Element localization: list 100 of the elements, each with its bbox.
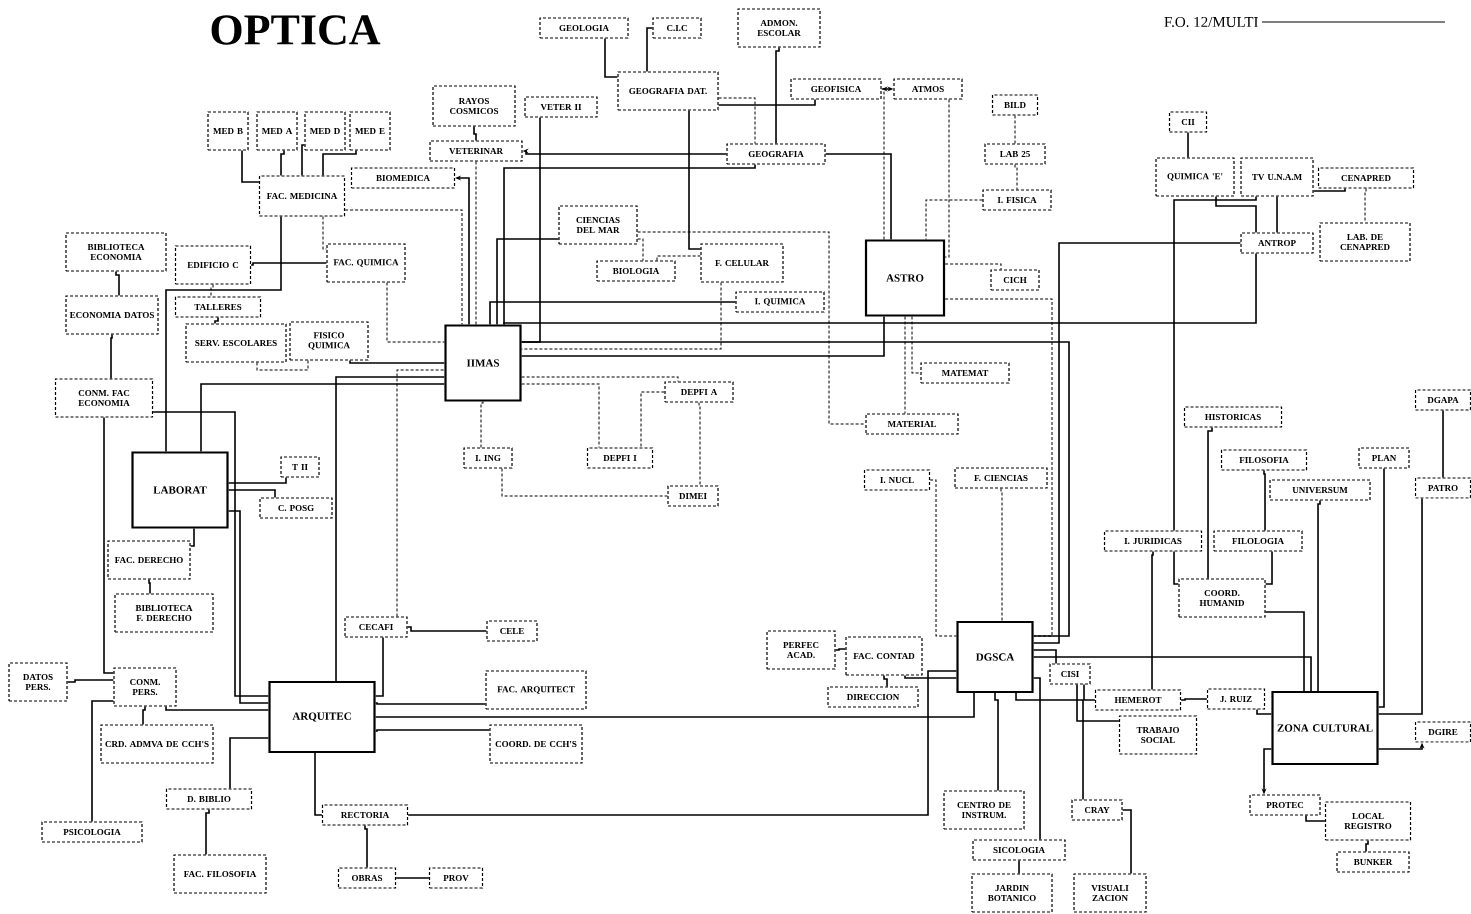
hub-box: ARQUITEC bbox=[268, 680, 376, 754]
connector bbox=[322, 149, 357, 177]
site-box: J. RUIZ bbox=[1206, 688, 1266, 710]
site-box: I. JURIDICAS bbox=[1103, 530, 1203, 552]
connector bbox=[881, 88, 885, 240]
connector bbox=[395, 877, 430, 879]
connector bbox=[1317, 499, 1321, 692]
connector bbox=[520, 315, 885, 357]
connector bbox=[1364, 188, 1367, 223]
connector bbox=[364, 824, 368, 869]
connector bbox=[1377, 467, 1385, 708]
connector bbox=[904, 316, 906, 414]
site-box: MED D bbox=[304, 111, 346, 151]
connector bbox=[407, 670, 958, 816]
connector bbox=[1187, 131, 1189, 159]
hub-box: LABORAT bbox=[131, 451, 229, 529]
connector bbox=[646, 27, 654, 73]
connector bbox=[66, 679, 115, 683]
connector bbox=[604, 37, 619, 78]
site-box: GEOGRAFIA bbox=[726, 143, 826, 165]
connector bbox=[1151, 550, 1154, 691]
site-box: C. POSG bbox=[259, 497, 333, 519]
connector bbox=[148, 578, 151, 595]
site-box: DEPFI I bbox=[586, 447, 654, 469]
site-box: FAC. DERECHO bbox=[107, 540, 191, 580]
connector bbox=[824, 153, 892, 241]
site-box: CONM. FAC ECONOMIA bbox=[54, 378, 154, 418]
connector bbox=[1305, 814, 1326, 822]
connector bbox=[349, 359, 446, 364]
connector bbox=[142, 705, 146, 726]
site-box: COORD. HUMANID bbox=[1178, 578, 1266, 618]
connector bbox=[718, 97, 756, 144]
site-box: BUNKER bbox=[1336, 851, 1410, 873]
site-box: CICH bbox=[990, 269, 1040, 291]
connector bbox=[1264, 611, 1305, 692]
connector bbox=[489, 301, 737, 326]
connector bbox=[656, 255, 701, 261]
connector bbox=[1173, 195, 1257, 532]
connector bbox=[189, 527, 195, 547]
site-box: SICOLOGIA bbox=[972, 839, 1066, 861]
site-box: CIENCIAS DEL MAR bbox=[558, 205, 638, 245]
connector bbox=[1015, 692, 1084, 801]
site-box: TALLERES bbox=[174, 296, 262, 318]
connector bbox=[374, 702, 487, 705]
connector bbox=[883, 674, 888, 688]
site-box: VETER II bbox=[524, 96, 598, 118]
connector bbox=[698, 402, 701, 486]
connector bbox=[521, 383, 600, 448]
connector bbox=[834, 648, 847, 651]
connector bbox=[637, 238, 644, 261]
connector bbox=[640, 391, 665, 448]
connector bbox=[1032, 242, 1242, 644]
site-box: FAC. QUIMICA bbox=[326, 243, 406, 283]
connector bbox=[503, 252, 1257, 326]
connector bbox=[214, 316, 219, 325]
site-box: BIBLIOTECA ECONOMIA bbox=[65, 232, 167, 272]
connector bbox=[227, 476, 287, 484]
connector bbox=[110, 333, 113, 380]
connector bbox=[911, 316, 921, 374]
connector bbox=[301, 144, 306, 177]
site-box: MATEMAT bbox=[920, 362, 1010, 384]
site-box: C.I.C bbox=[652, 17, 702, 39]
connector bbox=[314, 752, 323, 816]
connector bbox=[250, 262, 328, 266]
site-box: D. BIBLIO bbox=[165, 788, 253, 810]
connector bbox=[1032, 677, 1041, 841]
site-box: PSICOLOGIA bbox=[41, 821, 143, 843]
site-box: CRD. ADMVA DE CCH'S bbox=[100, 724, 214, 764]
site-box: VISUALI ZACION bbox=[1073, 873, 1147, 913]
site-box: T II bbox=[280, 456, 320, 478]
site-box: ADMON. ESCOLAR bbox=[737, 8, 821, 48]
connector bbox=[374, 729, 491, 732]
site-box: DIRECCION bbox=[827, 686, 919, 708]
site-box: LOCAL REGISTRO bbox=[1324, 801, 1412, 841]
site-box: ANTROP bbox=[1240, 232, 1314, 254]
connector bbox=[1215, 195, 1257, 234]
site-box: DGAPA bbox=[1414, 389, 1471, 411]
site-box: F. CIENCIAS bbox=[954, 467, 1048, 489]
connector bbox=[280, 149, 285, 177]
site-box: MED A bbox=[256, 111, 298, 151]
site-box: MED E bbox=[349, 111, 391, 151]
connector bbox=[1014, 164, 1018, 190]
site-box: QUIMICA 'E' bbox=[1155, 157, 1235, 197]
connector bbox=[406, 626, 488, 632]
connector bbox=[374, 692, 975, 718]
site-box: PLAN bbox=[1358, 447, 1410, 469]
connector bbox=[1207, 426, 1213, 580]
connector bbox=[1014, 115, 1016, 144]
connector bbox=[1276, 195, 1278, 234]
site-box: CELE bbox=[486, 620, 538, 642]
connector bbox=[229, 737, 270, 790]
connector bbox=[925, 199, 983, 240]
connector bbox=[115, 270, 120, 297]
site-box: CENTRO DE INSTRUM. bbox=[943, 790, 1025, 830]
connector bbox=[473, 125, 477, 142]
connector bbox=[396, 369, 445, 617]
connector bbox=[1312, 187, 1346, 192]
site-box: HISTORICAS bbox=[1183, 406, 1283, 428]
connector bbox=[1365, 839, 1369, 853]
site-box: BILD bbox=[991, 94, 1039, 116]
